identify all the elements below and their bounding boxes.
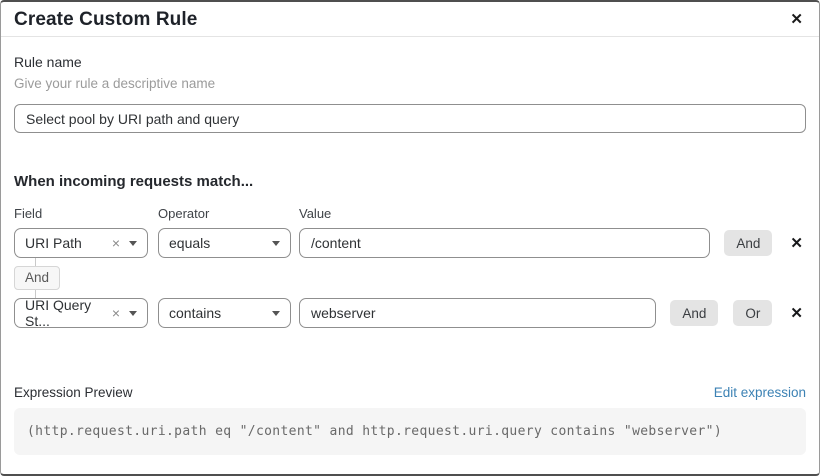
and-button[interactable]: And: [670, 300, 719, 326]
field-clear-icon[interactable]: ×: [111, 235, 120, 251]
dialog-title: Create Custom Rule: [14, 9, 198, 30]
operator-select-value: equals: [169, 235, 211, 251]
caret-down-icon: [129, 310, 137, 316]
rule-name-label: Rule name: [14, 54, 82, 70]
condition-row: URI Path × equals And ✕: [14, 228, 806, 258]
operator-select[interactable]: equals: [158, 228, 291, 258]
rule-name-input[interactable]: [14, 104, 806, 133]
close-icon[interactable]: ✕: [790, 11, 803, 28]
value-column-label: Value: [299, 206, 332, 221]
expression-preview-code-block: (http.request.uri.path eq "/content" and…: [14, 408, 806, 455]
field-select[interactable]: URI Query St... ×: [14, 297, 148, 329]
rule-name-helper: Give your rule a descriptive name: [14, 76, 216, 91]
field-clear-icon[interactable]: ×: [111, 305, 120, 321]
caret-down-icon: [129, 240, 137, 246]
operator-select[interactable]: contains: [158, 298, 291, 328]
or-button[interactable]: Or: [733, 300, 773, 326]
connector-line: [35, 290, 36, 298]
dialog-header: Create Custom Rule ✕: [1, 2, 819, 37]
remove-condition-icon[interactable]: ✕: [790, 304, 803, 322]
match-heading: When incoming requests match...: [14, 173, 254, 190]
field-column-label: Field: [14, 206, 43, 221]
value-input[interactable]: [299, 298, 657, 328]
condition-column-labels: Field Operator Value: [14, 206, 806, 221]
operator-select-value: contains: [169, 305, 222, 321]
and-button[interactable]: And: [724, 230, 773, 256]
expression-preview-label: Expression Preview: [14, 385, 133, 400]
condition-row: URI Query St... × contains And Or ✕: [14, 297, 806, 329]
dialog-body: Rule name Give your rule a descriptive n…: [1, 54, 819, 455]
edit-expression-link[interactable]: Edit expression: [713, 385, 806, 400]
connector-line: [35, 258, 36, 266]
caret-down-icon: [272, 310, 280, 316]
field-select-value: URI Path: [25, 235, 82, 251]
and-connector-badge: And: [14, 266, 61, 290]
expression-preview-code: (http.request.uri.path eq "/content" and…: [27, 424, 723, 439]
operator-column-label: Operator: [158, 206, 210, 221]
expression-preview-header: Expression Preview Edit expression: [14, 385, 806, 400]
field-select[interactable]: URI Path ×: [14, 228, 148, 258]
field-select-value: URI Query St...: [25, 297, 92, 329]
caret-down-icon: [272, 240, 280, 246]
remove-condition-icon[interactable]: ✕: [790, 234, 803, 252]
connector-wrap: And: [14, 258, 806, 298]
value-input[interactable]: [299, 228, 711, 258]
